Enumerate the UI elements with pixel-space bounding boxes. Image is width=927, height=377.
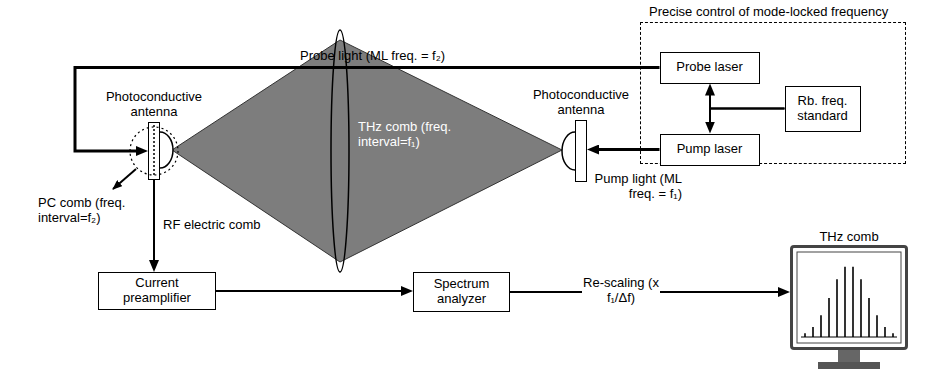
node-heading: Photoconductive antenna (98, 90, 210, 120)
comb-line (804, 333, 806, 337)
edge-label: Probe light (ML freq. = f₂) (300, 49, 530, 64)
antenna-lens (160, 132, 173, 168)
node-heading: THz comb (794, 230, 904, 245)
spectrum-axis (801, 337, 897, 338)
comb-line (820, 315, 822, 337)
node-text: Rb. freq. standard (790, 94, 856, 124)
antenna-substrate (148, 122, 160, 180)
electrode-gap (153, 125, 155, 177)
beam-label: THz comb (freq. interval=f₁) (358, 120, 483, 150)
laser-box: Pump laser (660, 134, 760, 166)
comb-line (860, 279, 862, 337)
comb-line (828, 298, 830, 337)
comb-line (844, 267, 846, 337)
connector (153, 180, 155, 266)
node-text: Spectrum analyzer (418, 277, 505, 307)
node-text: Pump laser (677, 142, 743, 157)
node-heading: Precise control of mode-locked frequency (649, 5, 888, 20)
node-heading: Photoconductive antenna (525, 88, 637, 118)
comb-lines (805, 267, 893, 337)
control-region: Probe laserRb. freq. standardPump laserP… (640, 22, 906, 164)
comb-line (892, 333, 894, 337)
monitor-screen (797, 252, 901, 343)
comb-line (812, 327, 814, 337)
edge-label: Pump light (ML freq. = f₁) (588, 172, 682, 202)
comb-line (884, 327, 886, 337)
standard-box: Rb. freq. standard (785, 86, 861, 132)
comb-line (852, 267, 854, 337)
comb-line (876, 315, 878, 337)
edge-label: RF electric comb (163, 218, 288, 233)
pc-comb-arrow (113, 169, 136, 189)
antenna-lens (562, 132, 575, 170)
antenna: Photoconductive antenna (148, 122, 160, 180)
node-text: Current preamplifier (103, 276, 211, 306)
connector (75, 68, 660, 152)
connector (593, 148, 660, 151)
analyzer-box: Spectrum analyzer (413, 272, 510, 312)
node-text: Probe laser (676, 60, 742, 75)
monitor-base (818, 362, 880, 369)
connector (710, 90, 785, 109)
comb-line (836, 279, 838, 337)
antenna: Photoconductive antenna (575, 120, 587, 182)
antenna-substrate (575, 120, 587, 182)
connector (216, 290, 407, 292)
monitor-neck (838, 350, 860, 362)
laser-box: Probe laser (660, 52, 760, 84)
edge-label: Re-scaling (x f₁/Δf) (582, 276, 660, 306)
connector (710, 109, 785, 128)
monitor: THz comb (790, 245, 908, 350)
amplifier-box: Current preamplifier (98, 272, 216, 310)
comb-line (868, 298, 870, 337)
pc-comb-label: PC comb (freq. interval=f₂) (38, 196, 158, 226)
